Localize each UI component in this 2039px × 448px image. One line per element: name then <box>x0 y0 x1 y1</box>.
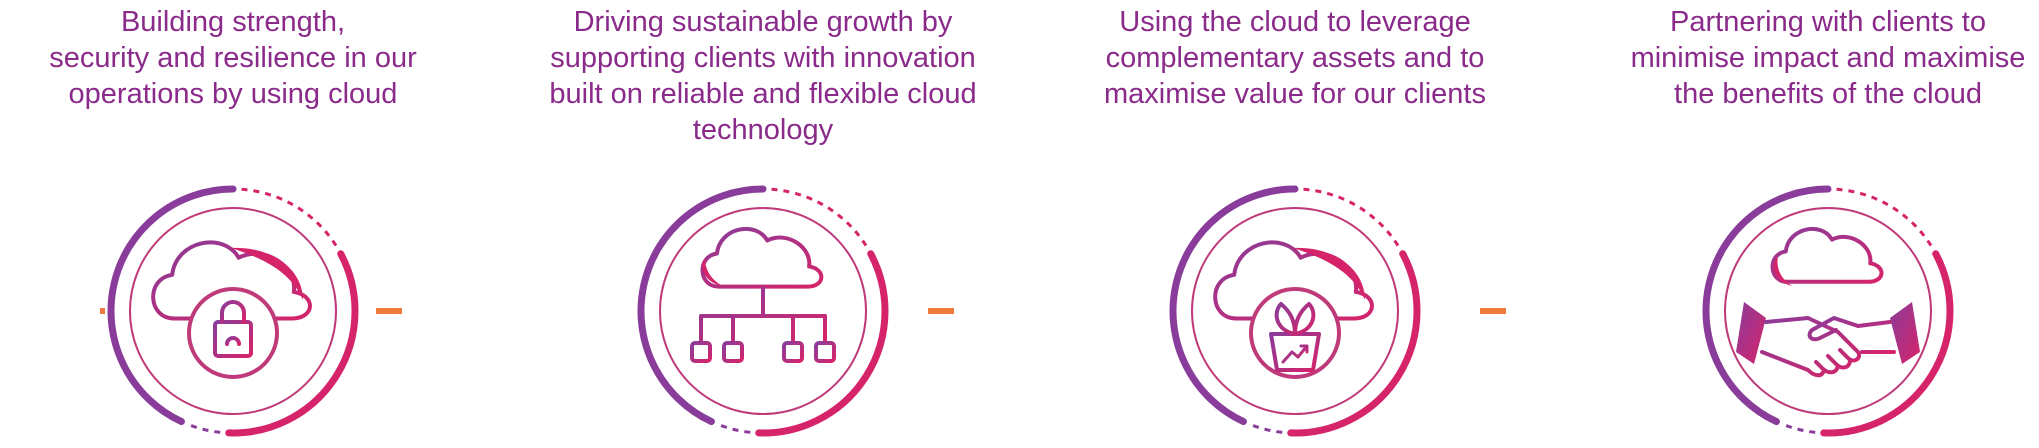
caption-line: Building strength, <box>120 6 346 38</box>
progress-ring <box>1702 185 1954 437</box>
step-4-badge <box>1700 183 1956 439</box>
caption-line: supporting clients with innovation <box>550 42 976 74</box>
caption-line: complementary assets and to <box>1105 42 1485 74</box>
step-2-badge <box>635 183 891 439</box>
caption-line: Partnering with clients to <box>1670 6 1986 38</box>
cloud-network-icon <box>690 226 836 363</box>
progress-ring <box>637 185 889 437</box>
caption-line: Using the cloud to leverage <box>1119 6 1471 38</box>
caption-line: built on reliable and flexible cloud <box>549 78 977 110</box>
step-1-caption: Building strength, security and resilienc… <box>0 4 473 112</box>
caption-line: Driving sustainable growth by <box>573 6 953 38</box>
caption-line: operations by using cloud <box>68 78 398 110</box>
cloud-lock-icon <box>151 240 312 379</box>
caption-line: maximise value for our clients <box>1104 78 1486 110</box>
caption-line: the benefits of the cloud <box>1674 78 1982 110</box>
caption-line: minimise impact and maximise <box>1630 42 2026 74</box>
step-4-caption: Partnering with clients to minimise impac… <box>1588 4 2039 112</box>
step-1-badge <box>105 183 361 439</box>
step-3-caption: Using the cloud to leverage complementary… <box>1055 4 1535 112</box>
cloud-plant-growth-icon <box>1213 240 1374 379</box>
progress-ring <box>1169 185 1421 437</box>
progress-ring <box>107 185 359 437</box>
cloud-handshake-icon <box>1736 227 1920 378</box>
caption-line: technology <box>692 114 834 146</box>
step-2-caption: Driving sustainable growth by supporting … <box>523 4 1003 148</box>
step-3-badge <box>1167 183 1423 439</box>
caption-line: security and resilience in our <box>49 42 417 74</box>
